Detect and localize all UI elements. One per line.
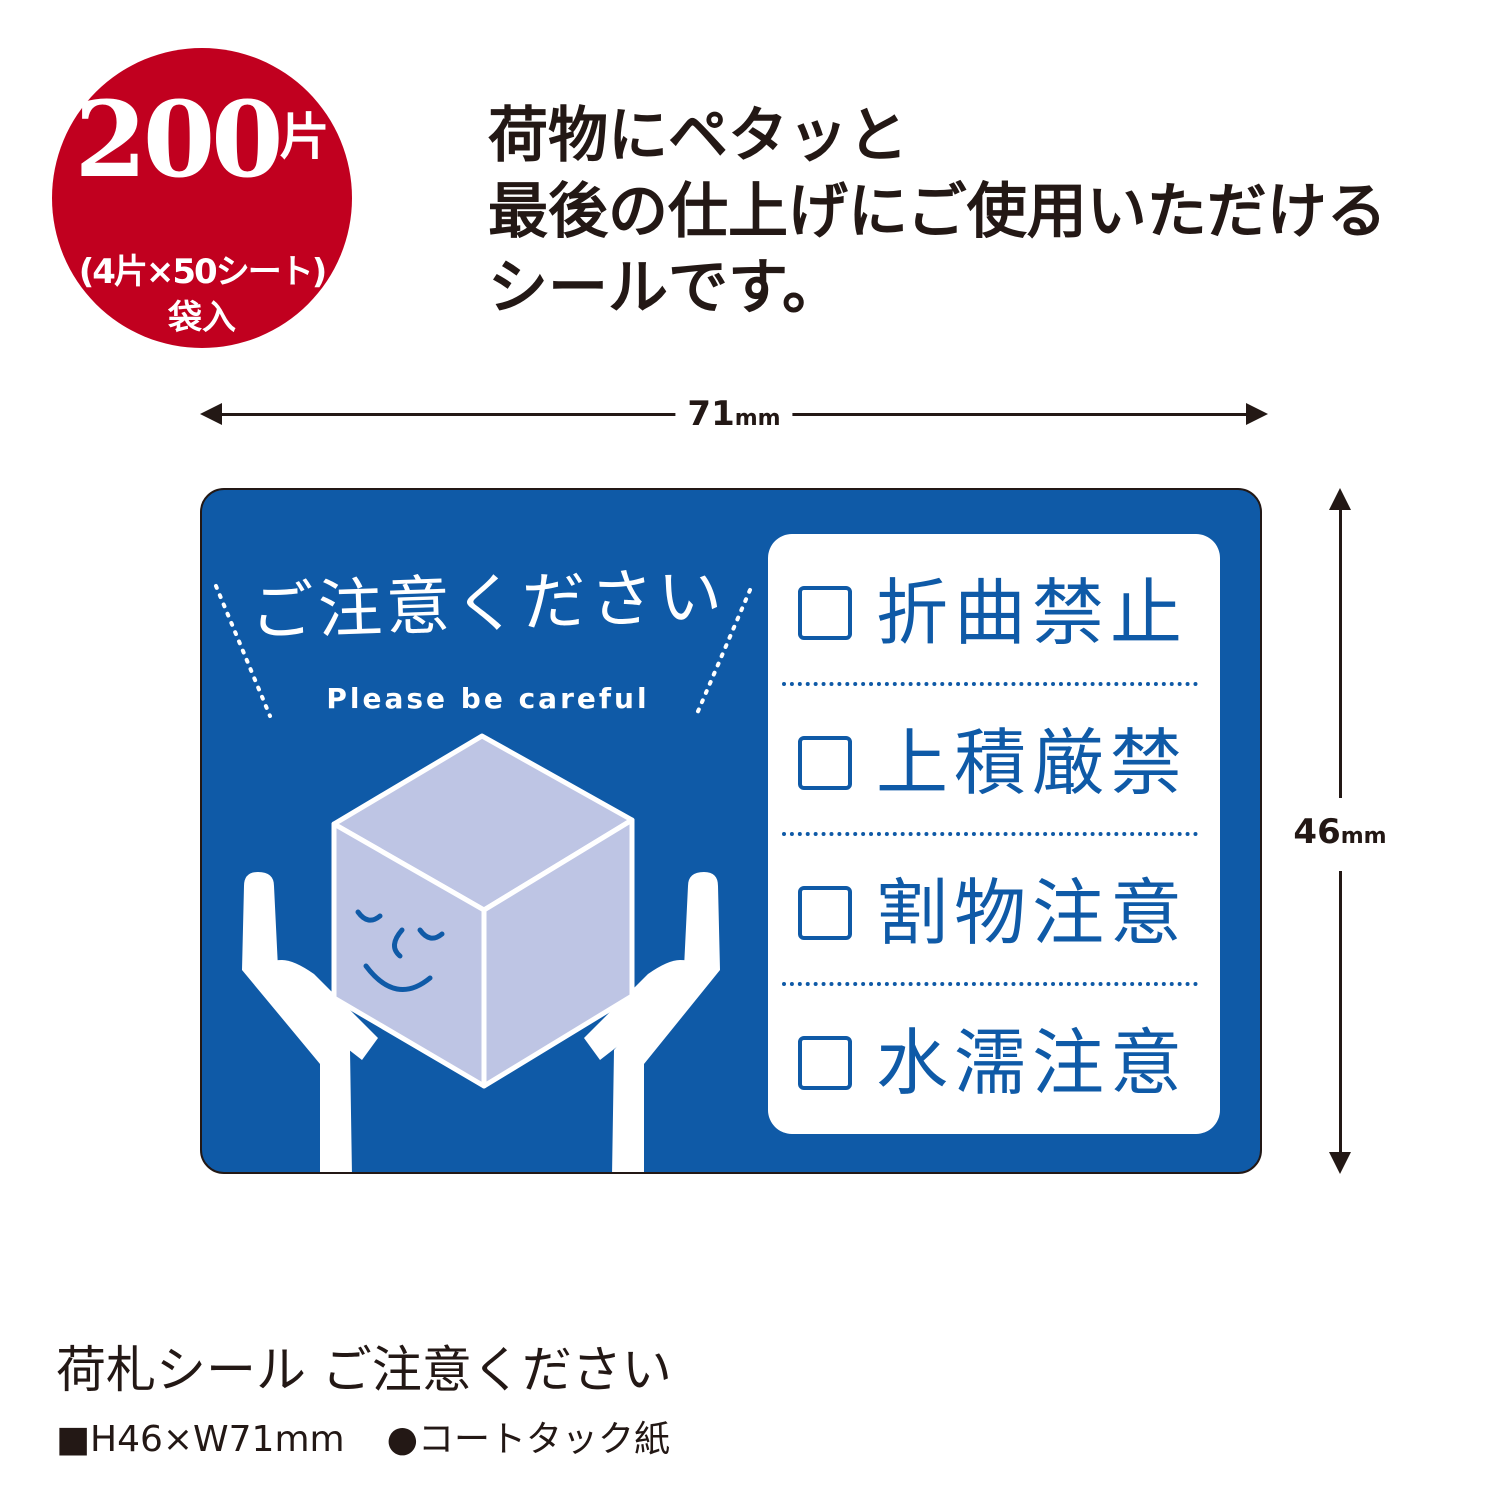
sticker-subtitle: Please be careful (326, 682, 650, 715)
arrow-up-icon (1329, 488, 1351, 510)
badge-pack: 袋入 (168, 298, 236, 338)
sticker-preview: 折曲禁止 上積厳禁 割物注意 水濡注意 (200, 488, 1262, 1174)
checklist-item-label: 割物注意 (876, 871, 1189, 955)
checklist-item-label: 折曲禁止 (876, 571, 1189, 655)
width-value: 71 (687, 394, 735, 434)
right-thumb-icon (584, 960, 697, 1060)
right-hand-icon (612, 872, 720, 1172)
left-hand-icon (242, 872, 352, 1172)
headline-line: シールです。 (488, 253, 842, 323)
checkbox-icon (798, 736, 852, 790)
checklist-item: 割物注意 (768, 834, 1220, 986)
headline-line: 最後の仕上げにご使用いただける (488, 177, 1387, 247)
product-name: 荷札シール ご注意ください (56, 1341, 672, 1399)
accent-lines-icon (214, 584, 752, 718)
badge-count: 200片 (52, 82, 352, 195)
product-spec: ■H46×W71mm ●コートタック紙 (56, 1418, 670, 1462)
left-thumb-icon (265, 960, 378, 1060)
checklist-item-label: 水濡注意 (876, 1021, 1189, 1105)
height-value: 46 (1293, 812, 1341, 852)
dotted-divider (782, 832, 1198, 836)
arrow-down-icon (1329, 1152, 1351, 1174)
dotted-divider (782, 682, 1198, 686)
handling-checklist: 折曲禁止 上積厳禁 割物注意 水濡注意 (768, 534, 1220, 1134)
checklist-item: 折曲禁止 (768, 534, 1220, 686)
badge-count-unit: 片 (279, 108, 330, 166)
dotted-divider (782, 982, 1198, 986)
width-unit: mm (734, 406, 781, 431)
checklist-item-label: 上積厳禁 (876, 721, 1189, 805)
size-spec: ■H46×W71mm (56, 1419, 345, 1460)
checkbox-icon (798, 586, 852, 640)
box-hands-illustration (214, 584, 752, 1172)
smiling-face-icon (355, 909, 445, 993)
sticker-title: ご注意ください (248, 559, 728, 651)
headline: 荷物にペタッと 最後の仕上げにご使用いただける シールです。 (488, 98, 1387, 326)
height-dimension: 46mm (1293, 488, 1387, 1174)
headline-line: 荷物にペタッと (488, 101, 908, 171)
checklist-item: 水濡注意 (768, 984, 1220, 1132)
arrow-right-icon (1246, 403, 1268, 425)
arrow-left-icon (200, 403, 222, 425)
badge-count-number: 200 (74, 78, 283, 201)
badge-detail: (4片×50シート) (78, 252, 328, 292)
checklist-item: 上積厳禁 (768, 684, 1220, 836)
checkbox-icon (798, 886, 852, 940)
width-label: 71mm (675, 394, 793, 439)
material-spec: ●コートタック紙 (386, 1419, 671, 1460)
quantity-badge: 200片 (4片×50シート) 袋入 (52, 48, 352, 348)
height-unit: mm (1340, 824, 1387, 849)
height-label: 46mm (1293, 798, 1387, 871)
width-dimension: 71mm (200, 394, 1268, 439)
cube-icon (331, 733, 635, 1089)
checkbox-icon (798, 1036, 852, 1090)
